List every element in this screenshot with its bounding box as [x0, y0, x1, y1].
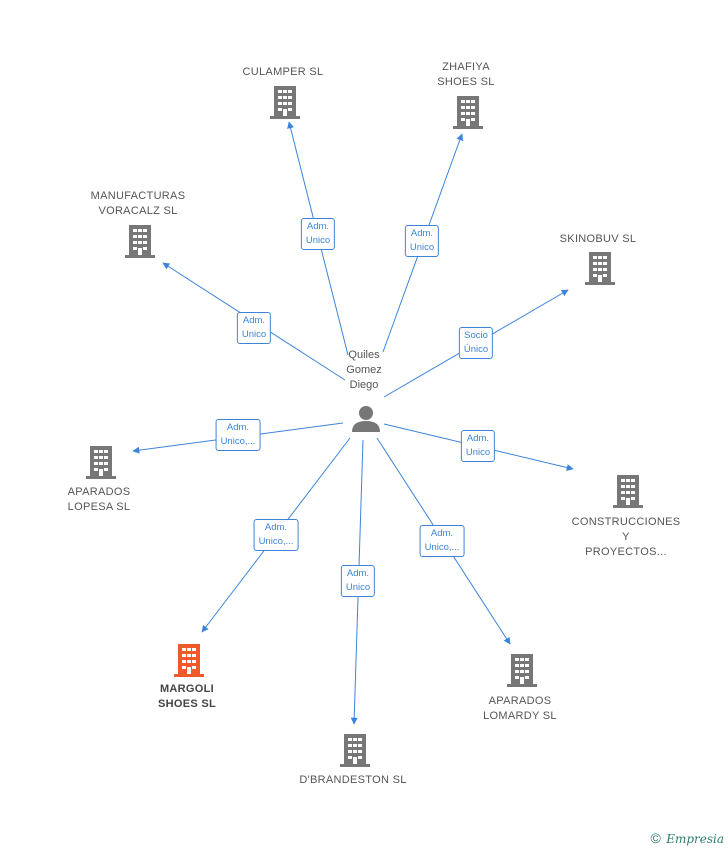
relation-label-line: Unico	[465, 447, 491, 458]
company-name-culamper[interactable]: CULAMPER SL	[243, 65, 324, 80]
company-name-line: CONSTRUCCIONES	[571, 516, 681, 528]
relation-label-manufacturas[interactable]: Adm. Unico	[236, 312, 272, 344]
company-name-line: LOPESA SL	[67, 501, 131, 513]
relation-label-aparados-lopesa[interactable]: Adm. Unico,...	[215, 419, 261, 451]
company-name-line: VORACALZ SL	[98, 205, 178, 217]
company-name-line: MANUFACTURAS	[90, 190, 186, 202]
company-name-line: APARADOS	[488, 695, 552, 707]
building-icon-margoli[interactable]	[174, 644, 204, 677]
building-icon-culamper[interactable]	[270, 86, 300, 119]
company-name-line: ZHAFIYA	[442, 61, 490, 73]
building-icon-construcciones[interactable]	[613, 475, 643, 508]
relation-label-culamper[interactable]: Adm. Unico	[300, 218, 336, 250]
relation-label-line: Unico	[241, 329, 267, 340]
relation-label-line: Unico,...	[424, 542, 460, 553]
company-name-line: D'BRANDESTON SL	[299, 774, 407, 786]
company-name-aparados-lopesa[interactable]: APARADOS LOPESA SL	[68, 485, 131, 515]
company-name-line: LOMARDY SL	[483, 710, 557, 722]
relation-label-line: Adm.	[466, 433, 490, 444]
company-name-construcciones[interactable]: CONSTRUCCIONES Y PROYECTOS...	[572, 515, 681, 560]
company-name-line: SHOES SL	[437, 76, 495, 88]
relation-label-line: Adm.	[430, 528, 454, 539]
relation-label-line: Único	[463, 344, 489, 355]
company-name-line: PROYECTOS...	[585, 546, 667, 558]
brand-name: Empresia	[666, 832, 724, 846]
relation-label-line: Adm.	[306, 221, 330, 232]
building-icon-aparados-lopesa[interactable]	[86, 446, 116, 479]
relation-label-line: Socio	[464, 330, 488, 341]
building-icon-zhafiya[interactable]	[453, 96, 483, 129]
company-name-margoli[interactable]: MARGOLI SHOES SL	[158, 682, 216, 712]
person-name-line: Gomez	[346, 364, 382, 376]
person-name-line: Quiles	[348, 349, 380, 361]
relation-label-line: Unico,...	[220, 436, 256, 447]
relation-label-dbrandeston[interactable]: Adm. Unico	[340, 565, 376, 597]
building-icon-aparados-lomardy[interactable]	[507, 654, 537, 687]
relation-label-line: Unico	[345, 582, 371, 593]
building-icon-skinobuv[interactable]	[585, 252, 615, 285]
relation-label-construcciones[interactable]: Adm. Unico	[460, 430, 496, 462]
relation-label-line: Adm.	[264, 522, 288, 533]
company-name-skinobuv[interactable]: SKINOBUV SL	[560, 232, 637, 247]
company-name-line: APARADOS	[67, 486, 131, 498]
relation-label-aparados-lomardy[interactable]: Adm. Unico,...	[419, 525, 465, 557]
relation-label-margoli[interactable]: Adm. Unico,...	[253, 519, 299, 551]
person-icon[interactable]	[352, 406, 380, 432]
relation-label-line: Unico	[409, 242, 435, 253]
company-name-line: SKINOBUV SL	[559, 233, 637, 245]
company-name-line: SHOES SL	[157, 698, 217, 710]
company-name-dbrandeston[interactable]: D'BRANDESTON SL	[299, 773, 406, 788]
relation-label-line: Adm.	[346, 568, 370, 579]
person-name-line: Diego	[349, 379, 379, 391]
building-icon-dbrandeston[interactable]	[340, 734, 370, 767]
company-name-manufacturas[interactable]: MANUFACTURAS VORACALZ SL	[91, 189, 186, 219]
building-icon-manufacturas[interactable]	[125, 225, 155, 258]
relation-label-zhafiya[interactable]: Adm. Unico	[404, 225, 440, 257]
relation-label-line: Unico	[305, 235, 331, 246]
relation-label-line: Adm.	[242, 315, 266, 326]
brand-watermark: © Empresia	[651, 830, 724, 846]
company-name-line: CULAMPER SL	[242, 66, 324, 78]
company-name-line: MARGOLI	[159, 683, 215, 695]
relation-label-line: Unico,...	[258, 536, 294, 547]
copyright-icon: ©	[650, 830, 661, 846]
company-name-line: Y	[622, 531, 630, 543]
person-name[interactable]: Quiles Gomez Diego	[346, 348, 381, 393]
relation-label-line: Adm.	[410, 228, 434, 239]
company-name-zhafiya[interactable]: ZHAFIYA SHOES SL	[437, 60, 494, 90]
company-name-aparados-lomardy[interactable]: APARADOS LOMARDY SL	[483, 694, 557, 724]
relation-label-line: Adm.	[226, 422, 250, 433]
